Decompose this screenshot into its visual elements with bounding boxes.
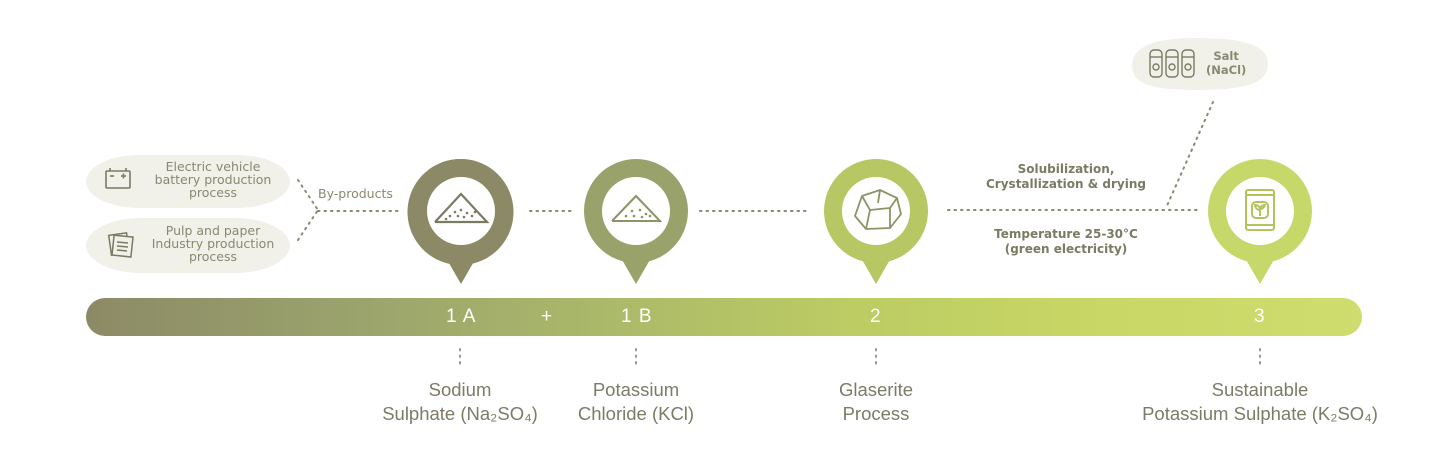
source-ev-label: Electric vehicle battery production proc…	[154, 159, 272, 200]
salt-bags-icon	[1149, 49, 1195, 78]
stage-label-glaserite: Glaserite Process	[838, 379, 914, 424]
pin-2	[824, 159, 928, 284]
pin-3	[1208, 159, 1312, 284]
powder-pile-icon	[611, 194, 663, 222]
timeline-step-3: 3	[1254, 306, 1266, 327]
salt-label: Salt (NaCl)	[1206, 49, 1247, 77]
fertilizer-bag-icon	[1245, 189, 1275, 231]
stage-label-sodium-sulphate: Sodium Sulphate (Na₂SO₄)	[382, 379, 538, 424]
stage-label-potassium-sulphate: Sustainable Potassium Sulphate (K₂SO₄)	[1142, 379, 1378, 424]
timeline-step-1b: 1 B	[621, 306, 653, 327]
timeline-plus: +	[541, 306, 554, 327]
byproducts-label: By-products	[318, 186, 393, 201]
stage-connectors	[459, 348, 1261, 368]
process-upper-label: Solubilization, Crystallization & drying	[986, 162, 1146, 191]
process-lower-label: Temperature 25-30°C (green electricity)	[994, 227, 1138, 256]
timeline-step-1a: 1 A	[446, 306, 477, 327]
battery-icon	[105, 168, 131, 189]
source-pulp-label: Pulp and paper Industry production proce…	[151, 223, 275, 264]
powder-pile-icon	[434, 192, 490, 224]
crystal-rock-icon	[854, 189, 902, 230]
salt-blob	[1132, 38, 1268, 90]
pin-1a	[407, 159, 514, 284]
timeline-bar	[86, 298, 1362, 336]
pin-1b	[584, 159, 688, 284]
paper-stack-icon	[107, 231, 134, 258]
source-connectors	[297, 101, 1214, 241]
source-ev-battery	[86, 155, 290, 208]
timeline-step-2: 2	[870, 306, 882, 327]
stage-label-potassium-chloride: Potassium Chloride (KCl)	[577, 379, 695, 424]
